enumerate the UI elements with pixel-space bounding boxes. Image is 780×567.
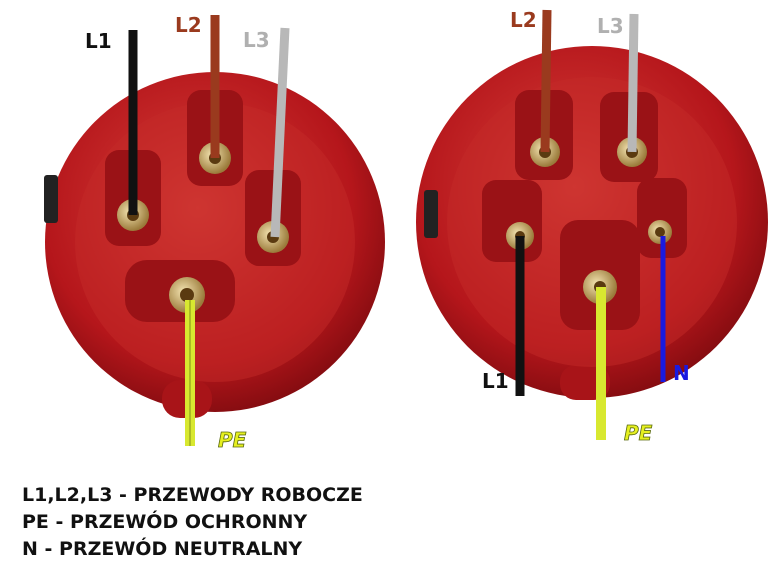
left-plug: L1 L2 L3 PE [44, 13, 385, 452]
left-wire-l3 [270, 27, 290, 238]
left-label-pe: PE [218, 428, 247, 452]
left-label-l3: L3 [243, 28, 270, 52]
right-label-l1: L1 [482, 369, 509, 393]
left-latch [44, 175, 58, 223]
wire-legend: L1,L2,L3 - PRZEWODY ROBOCZE PE - PRZEWÓD… [22, 482, 363, 563]
right-wire-l2 [540, 9, 552, 153]
right-label-n: N [673, 361, 690, 385]
left-label-l1: L1 [85, 29, 112, 53]
legend-line-pe: PE - PRZEWÓD OCHRONNY [22, 511, 308, 533]
right-label-l3: L3 [597, 14, 624, 38]
left-terminal-pe [125, 260, 235, 322]
right-label-l2: L2 [510, 8, 537, 32]
right-wire-l3 [627, 13, 639, 153]
legend-line-n: N - PRZEWÓD NEUTRALNY [22, 538, 303, 560]
right-plug: L2 L3 L1 N PE [416, 8, 768, 445]
right-label-pe: PE [624, 421, 653, 445]
right-terminal-l1 [482, 180, 542, 262]
left-label-l2: L2 [175, 13, 202, 37]
legend-line-phase: L1,L2,L3 - PRZEWODY ROBOCZE [22, 484, 363, 506]
right-terminal-n [637, 178, 687, 258]
right-latch [424, 190, 438, 238]
